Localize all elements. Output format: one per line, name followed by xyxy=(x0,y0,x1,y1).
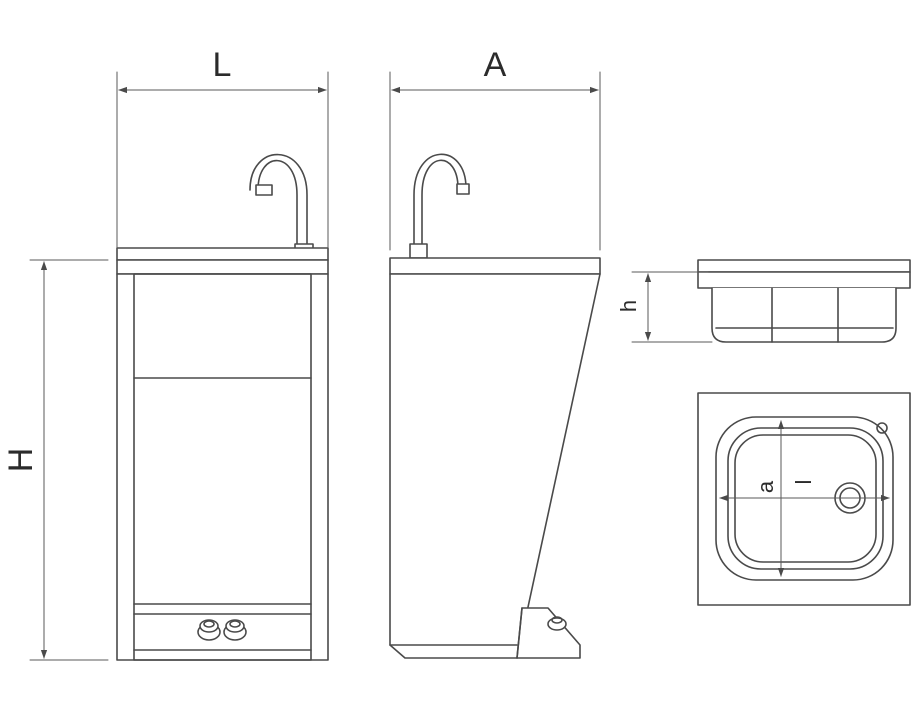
dimension-h xyxy=(631,271,713,343)
label-H: H xyxy=(2,448,40,473)
faucet-side xyxy=(409,153,470,259)
label-h: h xyxy=(616,300,641,312)
side-body xyxy=(389,273,601,659)
front-view xyxy=(116,153,329,661)
foot-pedal-right xyxy=(223,619,247,641)
side-top-deck xyxy=(389,257,601,275)
tap-hole xyxy=(876,422,888,434)
dimension-L xyxy=(116,71,329,249)
bowl-section-view xyxy=(697,259,911,343)
faucet-front xyxy=(249,153,314,259)
label-l: l xyxy=(791,480,816,485)
front-top-deck xyxy=(116,247,329,261)
dimension-A xyxy=(389,71,601,251)
front-cabinet xyxy=(116,273,329,661)
label-L: L xyxy=(213,46,232,84)
label-A: A xyxy=(484,46,507,84)
side-view xyxy=(389,153,601,659)
label-a: a xyxy=(753,480,778,493)
side-pedal-box xyxy=(516,607,581,659)
foot-pedal-left xyxy=(197,619,221,641)
dimension-H xyxy=(29,259,109,661)
top-view xyxy=(697,392,911,606)
